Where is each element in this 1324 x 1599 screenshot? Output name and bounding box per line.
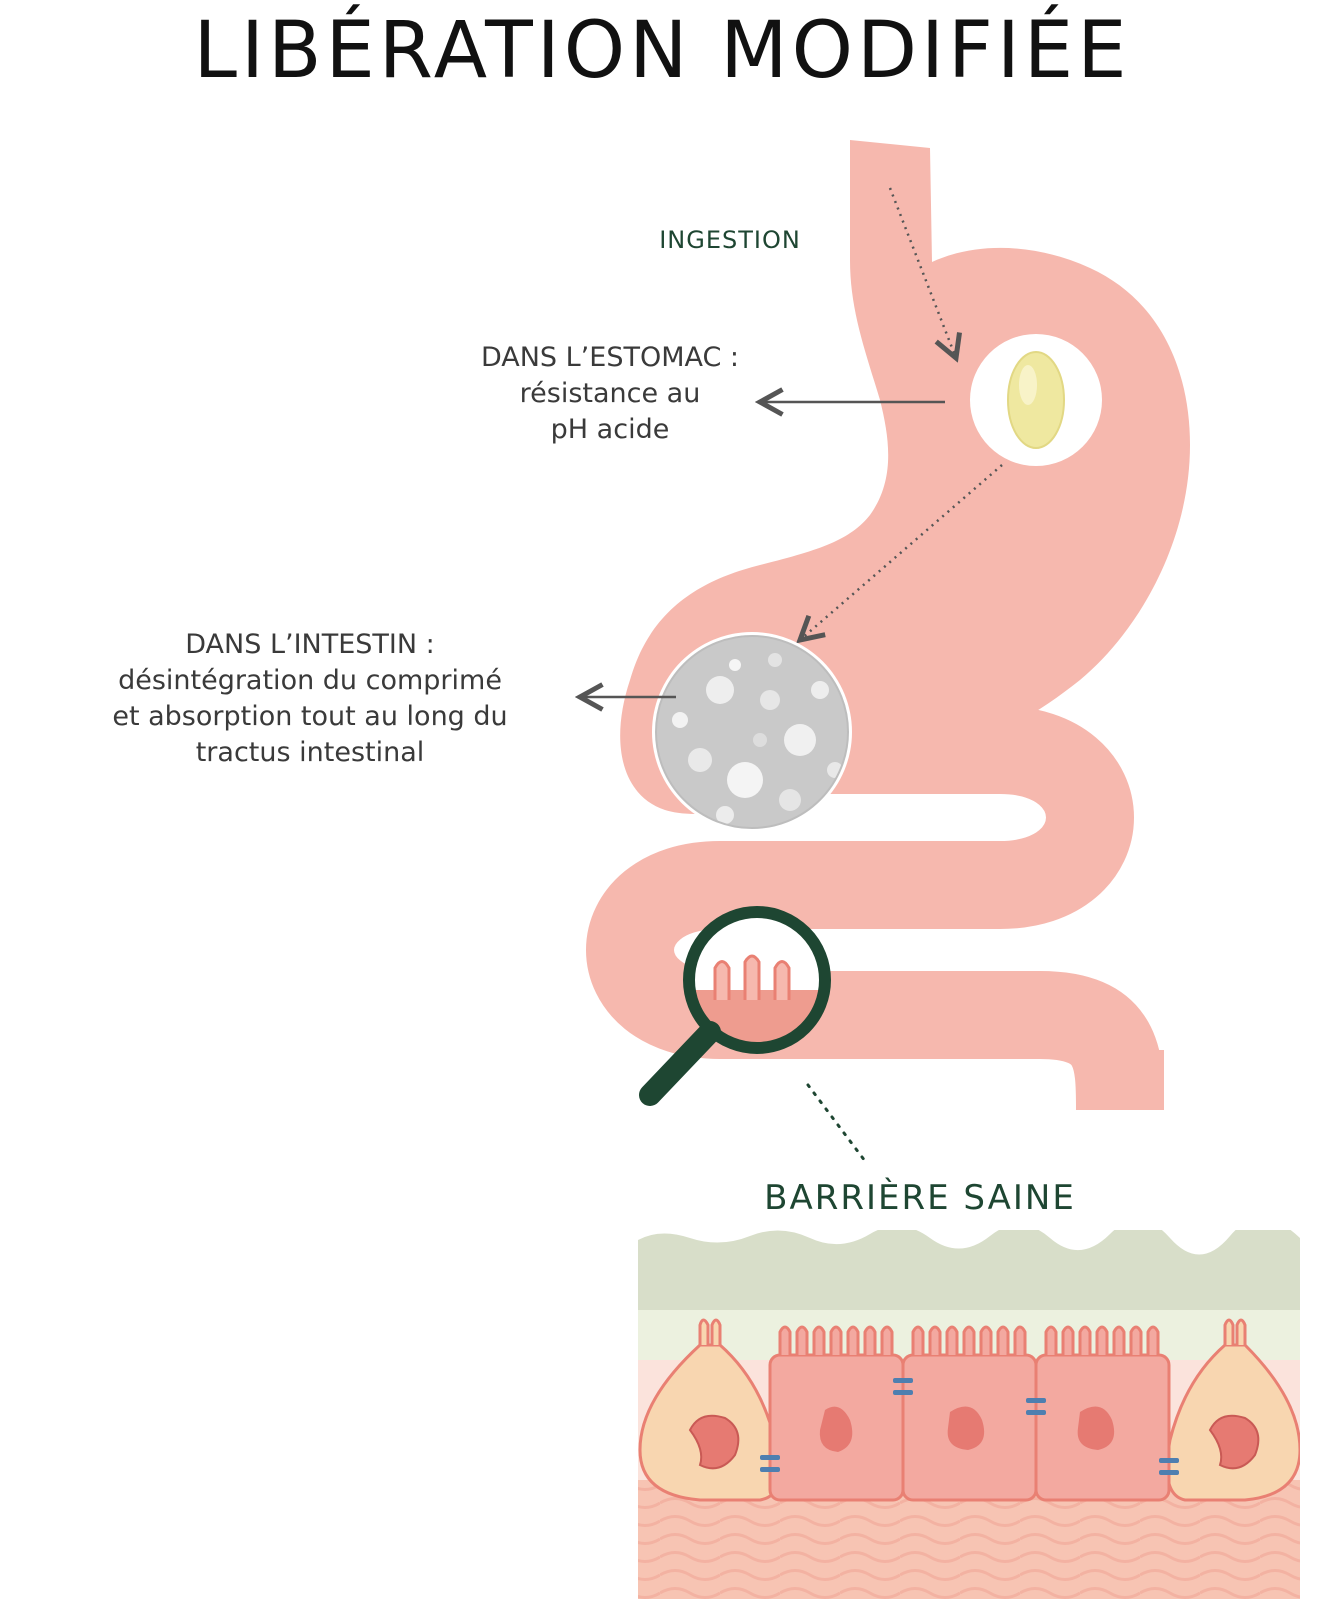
- stomach-heading: DANS L’ESTOMAC :: [480, 342, 740, 373]
- barrier-title: BARRIÈRE SAINE: [764, 1178, 1076, 1218]
- ingestion-label: INGESTION: [659, 226, 801, 254]
- tight-junctions: [760, 1378, 1179, 1475]
- intestinal-barrier-illustration: [638, 1230, 1300, 1599]
- enterocyte-cells: [768, 1325, 1171, 1502]
- stomach-label: DANS L’ESTOMAC : résistance au pH acide: [430, 340, 790, 448]
- stomach-text-line1: résistance au: [519, 378, 701, 409]
- stomach-text-line2: pH acide: [550, 414, 670, 445]
- capsule-icon: [1007, 351, 1065, 449]
- transit-arrow: [800, 464, 1003, 640]
- intestine-heading: DANS L’INTESTIN :: [185, 629, 435, 660]
- goblet-cell-left: [638, 1318, 782, 1502]
- intestine-text-line1: désintégration du comprimé: [118, 665, 502, 696]
- intestine-text-line2: et absorption tout au long du: [112, 701, 508, 732]
- goblet-cell-right: [1165, 1318, 1300, 1502]
- small-intestine-shape: [586, 706, 1164, 1111]
- ingestion-arrow: [888, 187, 956, 358]
- page-title: LIBÉRATION MODIFIÉE: [193, 6, 1131, 96]
- disintegrated-tablet-image: [656, 636, 848, 828]
- magnifying-glass-icon: [639, 906, 831, 1106]
- barrier-connector: [806, 1083, 870, 1167]
- intestine-label: DANS L’INTESTIN : désintégration du comp…: [60, 627, 560, 771]
- intestine-text-line3: tractus intestinal: [195, 737, 425, 768]
